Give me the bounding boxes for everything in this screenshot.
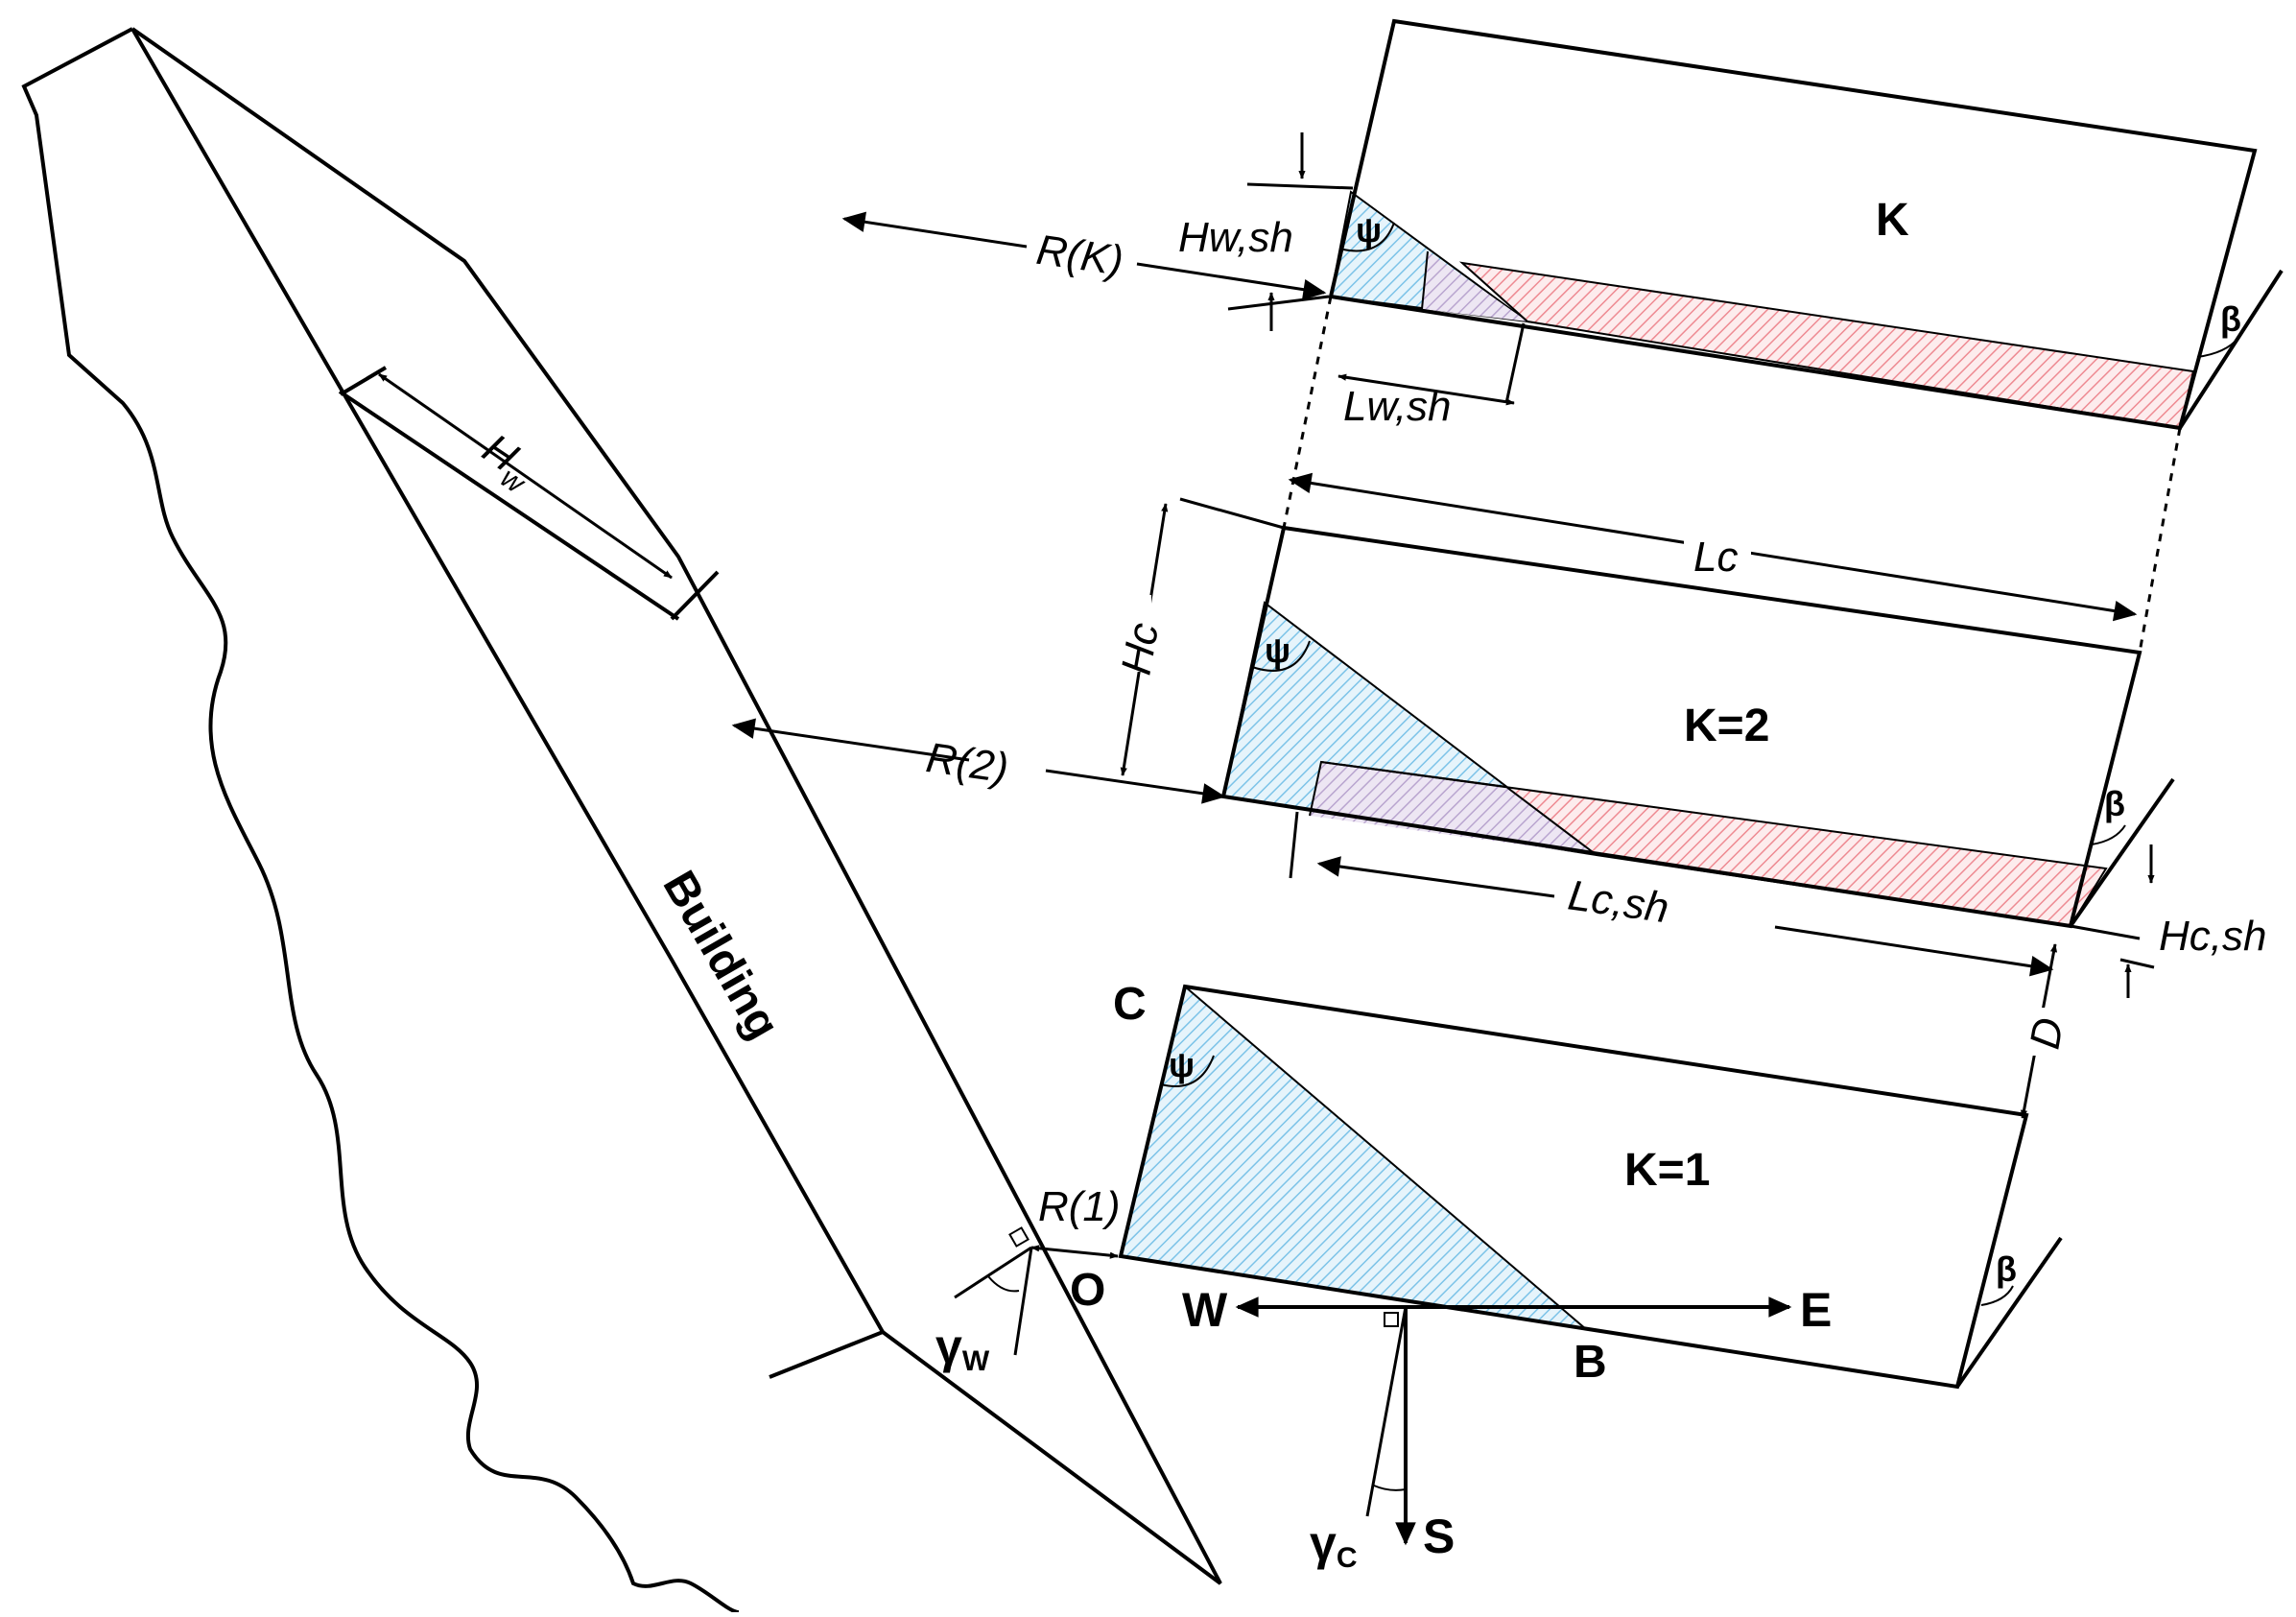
row-k1: K=1 ψ β C O B R(1): [1030, 979, 2063, 1390]
point-b-label: B: [1574, 1337, 1607, 1388]
row-k1-label: K=1: [1624, 1145, 1710, 1196]
beta-k: β: [2220, 299, 2241, 339]
row-k2-label: K=2: [1684, 701, 1769, 751]
east-label: E: [1800, 1283, 1832, 1337]
gamma-w-label: γW: [935, 1320, 990, 1377]
hc-label: Hc: [1113, 619, 1169, 678]
point-o-label: O: [1070, 1265, 1105, 1316]
r-2-label: R(2): [923, 734, 1011, 792]
psi-2: ψ: [1265, 630, 1290, 670]
building-outline: [21, 27, 1222, 1614]
row-k: Hw,sh Lw,sh R(K) K ψ β: [841, 18, 2284, 431]
hw-sh-label: Hw,sh: [1178, 214, 1293, 261]
south-label: S: [1423, 1510, 1455, 1563]
lc-sh-label: Lc,sh: [1565, 871, 1671, 932]
compass: W E S γC: [1182, 1283, 1832, 1574]
psi-k: ψ: [1356, 210, 1382, 250]
gamma-c-label: γC: [1310, 1516, 1357, 1574]
wall-azimuth: γW: [935, 1226, 1033, 1377]
dashed-guide-right: [2138, 427, 2182, 654]
building-label: Building: [652, 863, 789, 1048]
collector-shadow-k: [1458, 261, 2195, 430]
hw-label: Hw: [469, 425, 545, 501]
dashed-guide-left: [1282, 296, 1333, 529]
west-label: W: [1182, 1283, 1228, 1337]
overlap-shadow-k2: [1310, 762, 1597, 855]
lw-sh-label: Lw,sh: [1343, 383, 1452, 430]
r-k-label: R(K): [1033, 226, 1125, 285]
overlap-shadow-k: [1422, 251, 1527, 321]
hw-dimension: Hw: [338, 366, 720, 621]
row-k2: Lc Hc R(2) Lc,sh Hc,sh K=2 ψ β: [731, 472, 2266, 998]
r-1-label: R(1): [1038, 1183, 1121, 1230]
beta-1: β: [1996, 1249, 2017, 1289]
row-k-label: K: [1876, 195, 1909, 246]
beta-2: β: [2104, 784, 2125, 823]
d-dimension: D: [2020, 943, 2072, 1119]
point-c-label: C: [1113, 979, 1147, 1030]
psi-1: ψ: [1169, 1045, 1195, 1084]
hc-sh-label: Hc,sh: [2159, 913, 2266, 960]
lc-label: Lc: [1693, 534, 1738, 581]
